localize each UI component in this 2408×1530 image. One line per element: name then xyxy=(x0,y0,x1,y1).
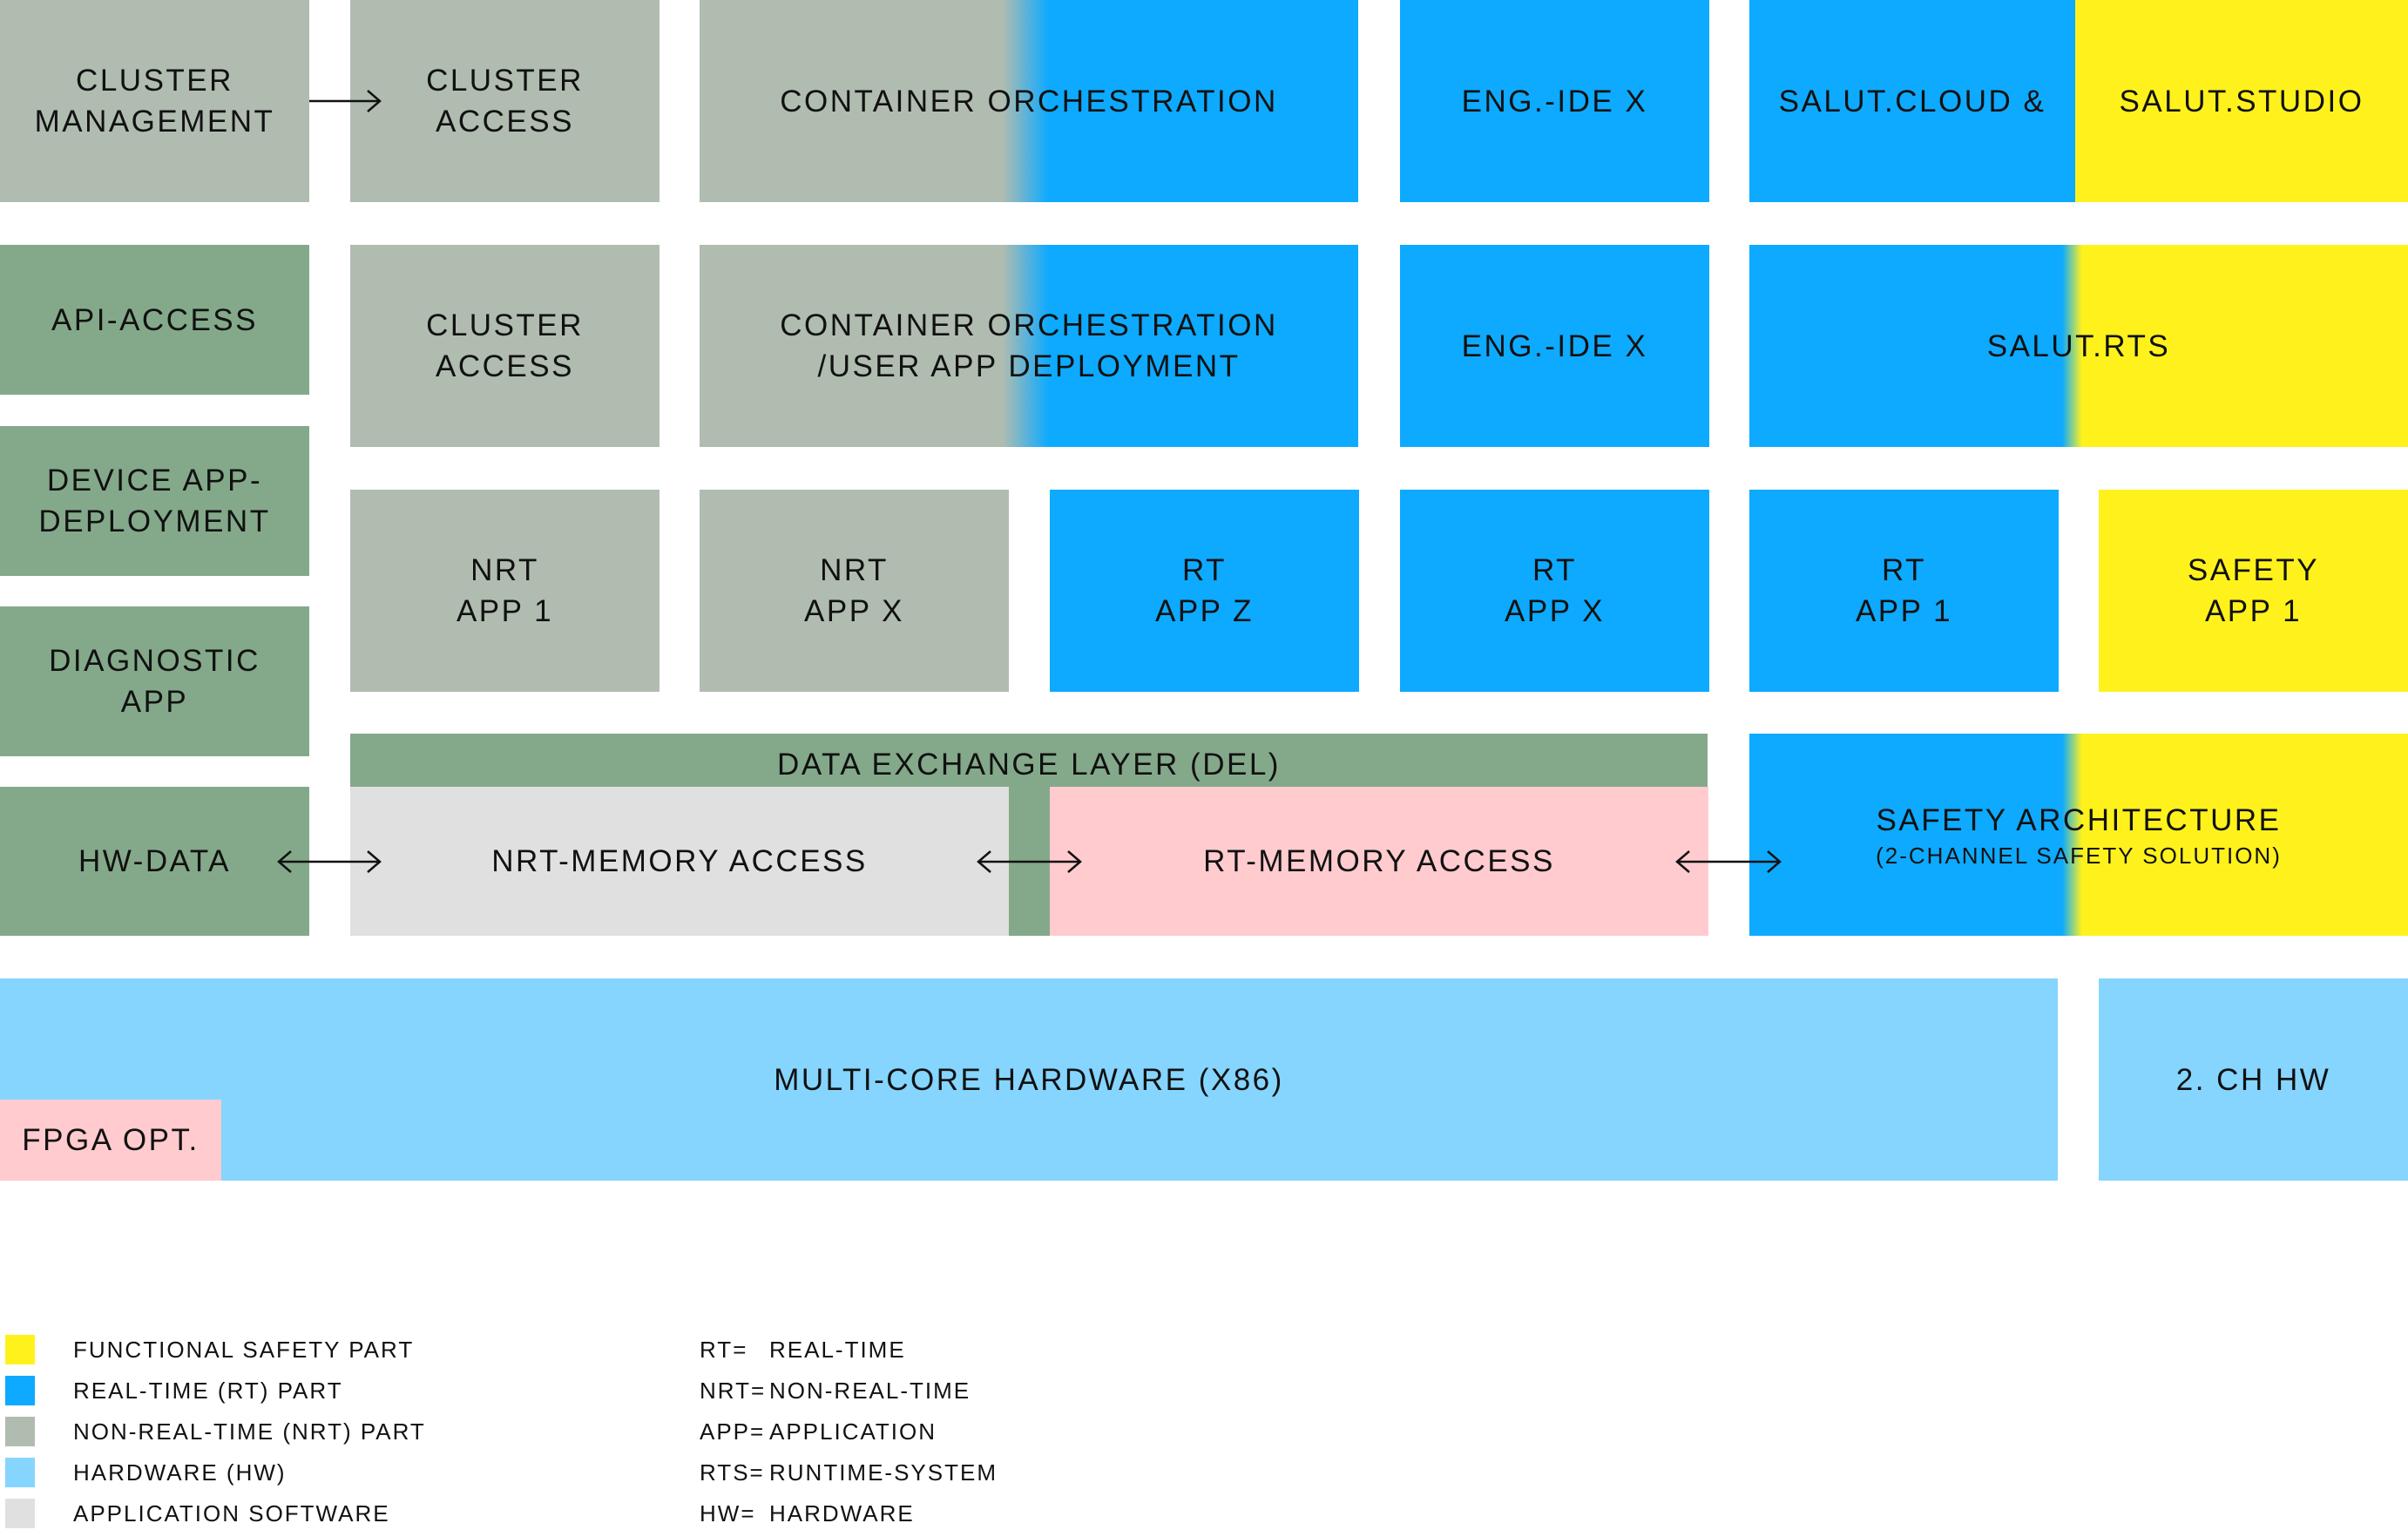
legend-swatch-functional-safety xyxy=(5,1335,35,1364)
legend-abbr-rts-meaning: RUNTIME-SYSTEM xyxy=(769,1459,998,1486)
legend-swatch-hardware xyxy=(5,1458,35,1487)
salut-rts-box: SALUT.RTS xyxy=(1749,245,2408,447)
rt-app-z-box: RT APP Z xyxy=(1050,490,1359,692)
legend-abbr-app: APP= xyxy=(700,1418,766,1445)
eng-ide-box-top: ENG.-IDE X xyxy=(1400,0,1709,202)
multi-core-hardware-box: MULTI-CORE HARDWARE (X86) xyxy=(0,978,2058,1181)
second-channel-hardware-box: 2. CH HW xyxy=(2099,978,2408,1181)
legend-abbr-app-meaning: APPLICATION xyxy=(769,1418,937,1445)
legend-swatch-application-software xyxy=(5,1499,35,1528)
api-access-box: API-ACCESS xyxy=(0,245,309,395)
salut-cloud-box: SALUT.CLOUD & xyxy=(1749,0,2075,202)
device-app-deployment-box: DEVICE APP- DEPLOYMENT xyxy=(0,426,309,576)
legend-abbr-rt-meaning: REAL-TIME xyxy=(769,1337,906,1363)
legend-abbr-rts: RTS= xyxy=(700,1459,765,1486)
nrt-app-x-box: NRT APP X xyxy=(700,490,1009,692)
legend-label-hardware: HARDWARE (HW) xyxy=(73,1459,287,1486)
salut-studio-box: SALUT.STUDIO xyxy=(2075,0,2408,202)
rt-app-x-box: RT APP X xyxy=(1400,490,1709,692)
cluster-access-box-second: CLUSTER ACCESS xyxy=(350,245,659,447)
legend-abbr-rt: RT= xyxy=(700,1337,748,1363)
diagnostic-app-box: DIAGNOSTIC APP xyxy=(0,606,309,756)
arrow-rt-memory-safety-architecture xyxy=(1675,850,1782,873)
legend-abbr-hw-meaning: HARDWARE xyxy=(769,1500,915,1527)
safety-architecture-subtitle: (2-CHANNEL SAFETY SOLUTION) xyxy=(1876,842,2282,869)
rt-memory-access-box: RT-MEMORY ACCESS xyxy=(1050,787,1708,936)
legend-swatch-non-real-time xyxy=(5,1417,35,1446)
safety-app-1-box: SAFETY APP 1 xyxy=(2099,490,2408,692)
nrt-memory-access-box: NRT-MEMORY ACCESS xyxy=(350,787,1009,936)
legend-abbr-nrt-meaning: NON-REAL-TIME xyxy=(769,1378,971,1404)
legend-label-application-software: APPLICATION SOFTWARE xyxy=(73,1500,390,1527)
rt-app-1-box: RT APP 1 xyxy=(1749,490,2059,692)
container-orchestration-box-top: CONTAINER ORCHESTRATION xyxy=(700,0,1358,202)
legend-abbr-nrt: NRT= xyxy=(700,1378,767,1404)
container-orchestration-deployment-box: CONTAINER ORCHESTRATION /USER APP DEPLOY… xyxy=(700,245,1358,447)
legend-label-non-real-time: NON-REAL-TIME (NRT) PART xyxy=(73,1418,426,1445)
legend-label-real-time: REAL-TIME (RT) PART xyxy=(73,1378,343,1404)
arrow-hw-data-nrt-memory xyxy=(277,850,382,873)
hw-data-box: HW-DATA xyxy=(0,787,309,936)
fpga-option-box: FPGA OPT. xyxy=(0,1100,221,1181)
cluster-access-box-top: CLUSTER ACCESS xyxy=(350,0,659,202)
safety-architecture-title: SAFETY ARCHITECTURE xyxy=(1876,802,2282,837)
eng-ide-box-second: ENG.-IDE X xyxy=(1400,245,1709,447)
cluster-management-box: CLUSTER MANAGEMENT xyxy=(0,0,309,202)
legend-label-functional-safety: FUNCTIONAL SAFETY PART xyxy=(73,1337,415,1363)
arrow-cluster-management-to-access xyxy=(309,90,382,112)
legend-swatch-real-time xyxy=(5,1376,35,1405)
arrow-nrt-rt-memory xyxy=(977,850,1082,873)
nrt-app-1-box: NRT APP 1 xyxy=(350,490,659,692)
legend-abbr-hw: HW= xyxy=(700,1500,756,1527)
safety-architecture-box: SAFETY ARCHITECTURE (2-CHANNEL SAFETY SO… xyxy=(1749,734,2408,936)
